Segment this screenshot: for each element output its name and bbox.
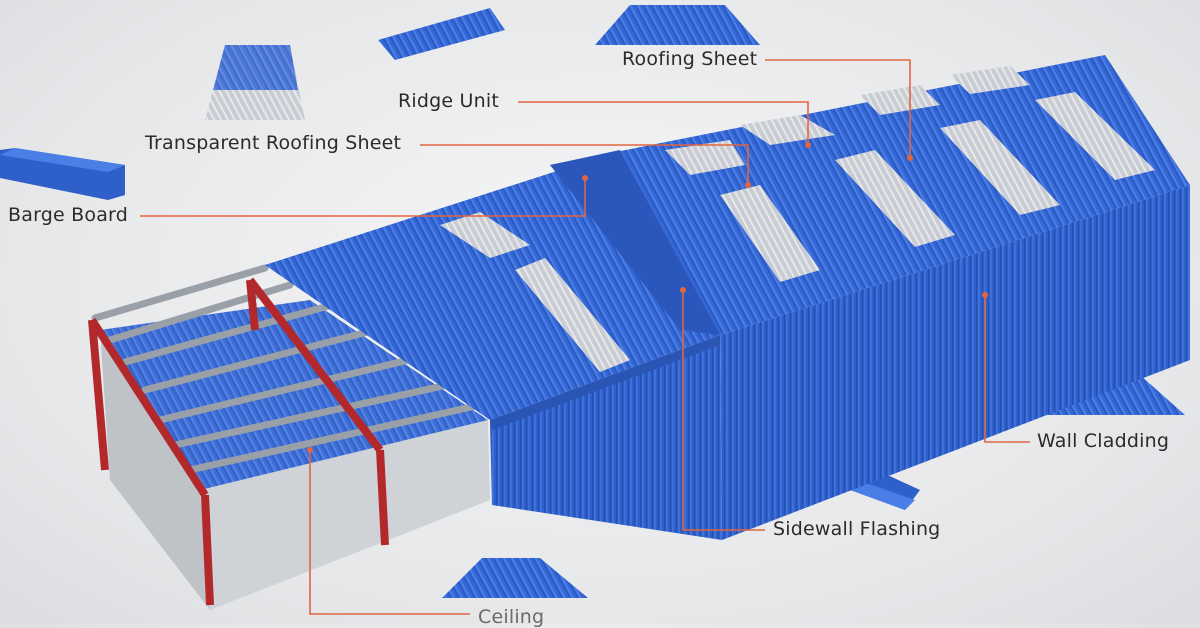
leader-lines	[140, 59, 1030, 615]
roofing-sheet-sample	[595, 5, 760, 45]
label-sidewall-flashing: Sidewall Flashing	[773, 518, 941, 540]
upper-building	[550, 55, 1190, 540]
transparent-sheet-sample	[205, 45, 305, 120]
steel-frame	[88, 264, 490, 610]
barge-board-sample	[0, 148, 125, 200]
label-ceiling: Ceiling	[478, 606, 545, 628]
label-barge-board: Barge Board	[8, 204, 128, 226]
label-roofing-sheet: Roofing Sheet	[622, 48, 758, 70]
label-ridge-unit: Ridge Unit	[398, 90, 500, 112]
label-wall-cladding: Wall Cladding	[1037, 430, 1170, 452]
ridge-unit-sample	[378, 8, 505, 60]
ceiling-sample	[442, 558, 588, 598]
label-transparent-roofing-sheet: Transparent Roofing Sheet	[145, 132, 402, 154]
leader-dots	[307, 142, 988, 453]
